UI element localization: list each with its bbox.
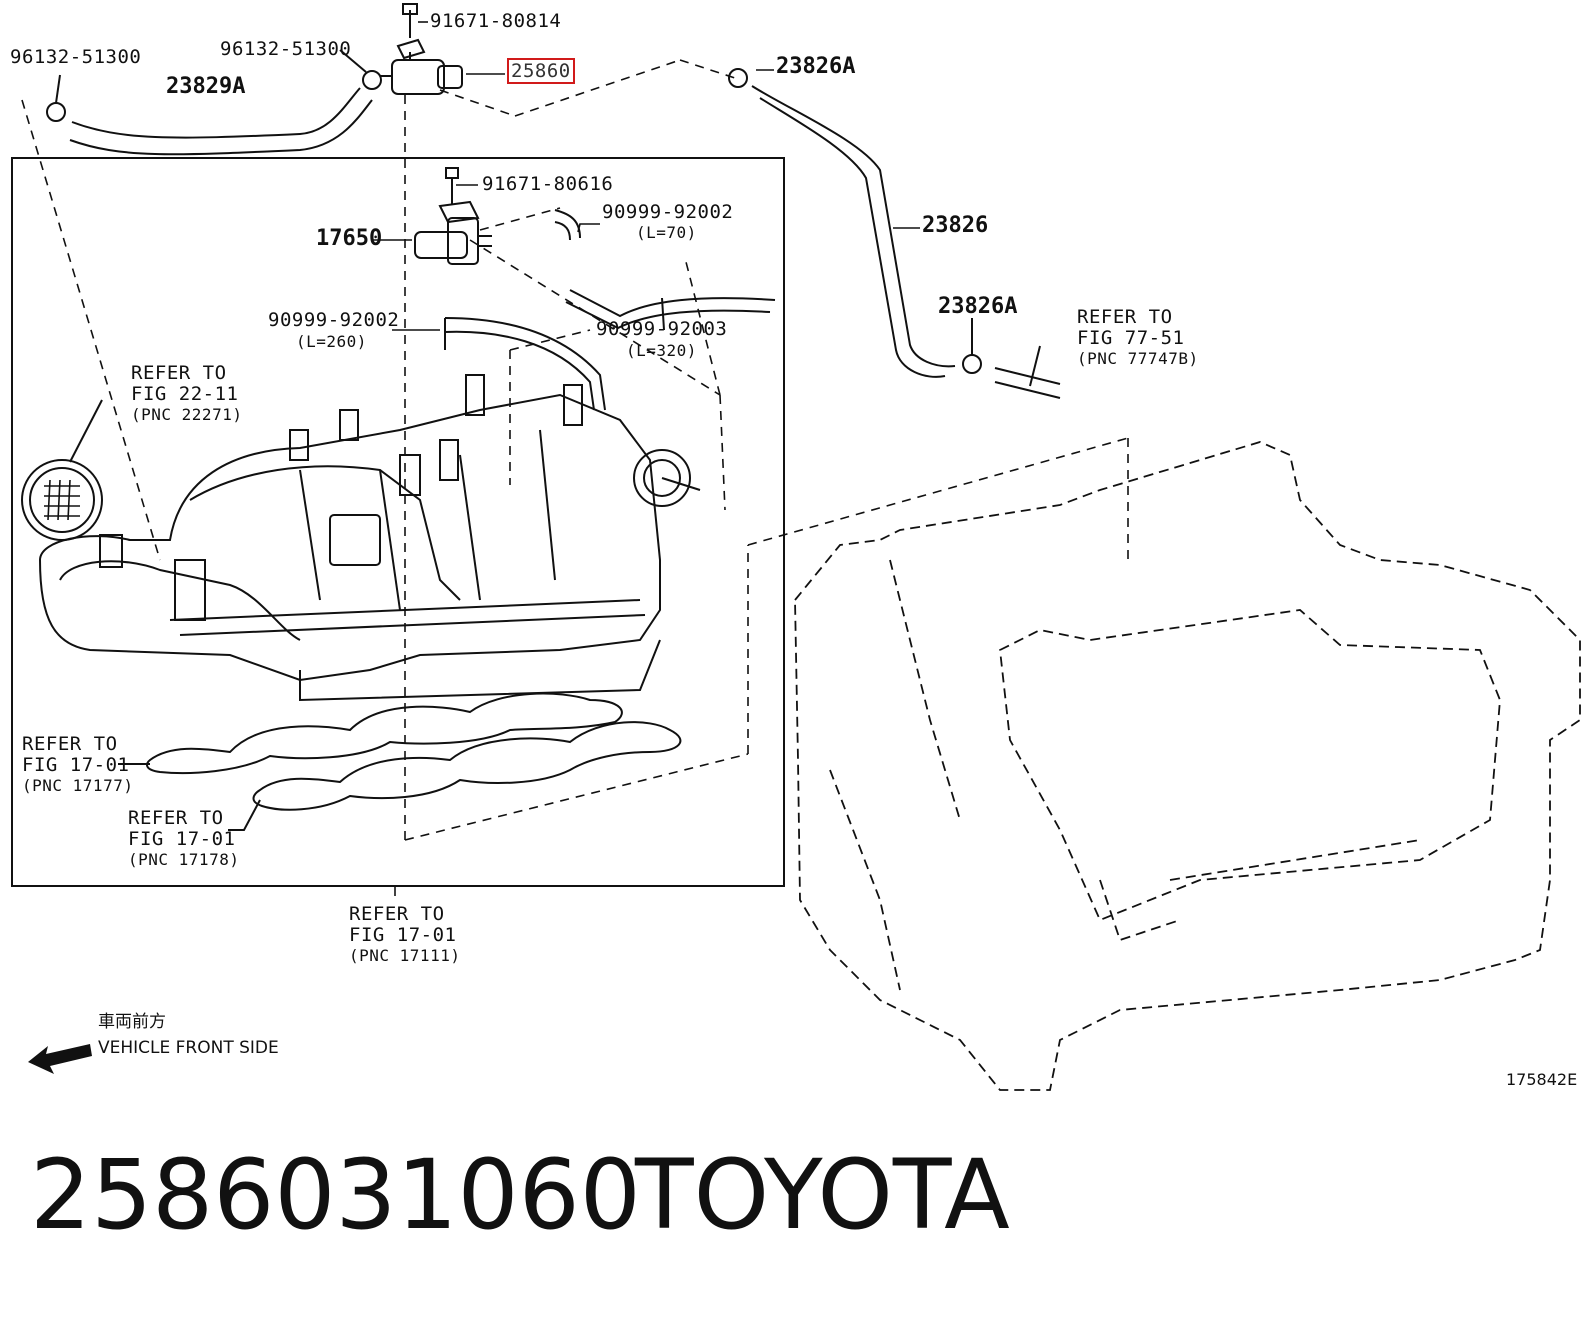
small-hoses-shape [444,209,776,411]
dashed-leaders [21,59,1129,841]
callout-hose-length-70: (L=70) [636,223,697,242]
reference-line: (PNC 17177) [22,776,134,795]
orientation-en: VEHICLE FRONT SIDE [98,1038,279,1058]
hose-23826-shape [728,68,1061,399]
callout-hose-23826: 23826 [922,213,989,238]
callout-hose-90999-92003: 90999-92003 [596,318,728,340]
reference-line: REFER TO [131,362,227,384]
reference-line: (PNC 77747B) [1077,349,1199,368]
intake-gaskets-shape [118,692,682,831]
reference-fig-17-01-gasket-b: REFER TO FIG 17-01 (PNC 17178) [128,807,240,870]
reference-fig-22-11: REFER TO FIG 22-11 (PNC 22271) [131,362,243,425]
callout-clamp-96132-51300-mid: 96132-51300 [220,38,352,60]
callout-hose-length-260: (L=260) [296,332,367,351]
throttle-gasket-shape [21,399,103,541]
callout-leaders [372,21,920,896]
callout-vsv-25860: 25860 [507,58,575,84]
orientation-jp: 車両前方 [98,1012,166,1032]
callout-hose-90999-92002-mid: 90999-92002 [268,309,400,331]
reference-fig-17-01-gasket-a: REFER TO FIG 17-01 (PNC 17177) [22,733,134,796]
hose-23829A-shape [69,87,373,156]
callout-bolt-91671-80814: 91671-80814 [430,10,562,32]
reference-line: REFER TO [128,807,224,829]
footer-part-number: 2586031060 [30,1139,641,1251]
footer-brand: TOYOTA [635,1139,1010,1251]
reference-line: (PNC 17111) [349,946,461,965]
reference-line: FIG 77-51 [1077,327,1185,349]
reference-line: FIG 17-01 [349,924,457,946]
reference-line: REFER TO [22,733,118,755]
callout-clamp-23826A-top: 23826A [776,54,856,79]
vehicle-front-arrow [28,1044,92,1074]
inset-frame [11,157,785,887]
reference-line: FIG 22-11 [131,383,239,405]
engine-block-shape [794,441,1581,1091]
reference-line: (PNC 17178) [128,850,240,869]
callout-clamp-96132-51300-left: 96132-51300 [10,46,142,68]
reference-line: (PNC 22271) [131,405,243,424]
vsv-25860-highlight: 25860 [507,58,575,84]
reference-line: FIG 17-01 [128,828,236,850]
callout-hose-90999-92002-short: 90999-92002 [602,201,734,223]
diagram-code: 175842E [1506,1070,1578,1089]
callout-hose-23829A: 23829A [166,74,246,99]
reference-fig-17-01-manifold: REFER TO FIG 17-01 (PNC 17111) [349,903,461,966]
callout-hose-length-320: (L=320) [626,341,697,360]
clamp-left-shape [46,49,382,122]
intake-manifold-shape [38,374,701,702]
callout-vsv-17650: 17650 [316,226,383,251]
reference-fig-77-51: REFER TO FIG 77-51 (PNC 77747B) [1077,306,1199,369]
vsv-25860-shape [380,3,463,95]
reference-line: REFER TO [349,903,445,925]
reference-line: REFER TO [1077,306,1173,328]
callout-clamp-23826A-bottom: 23826A [938,294,1018,319]
vsv-17650-shape [414,167,492,265]
callout-bolt-91671-80616: 91671-80616 [482,173,614,195]
reference-line: FIG 17-01 [22,754,130,776]
